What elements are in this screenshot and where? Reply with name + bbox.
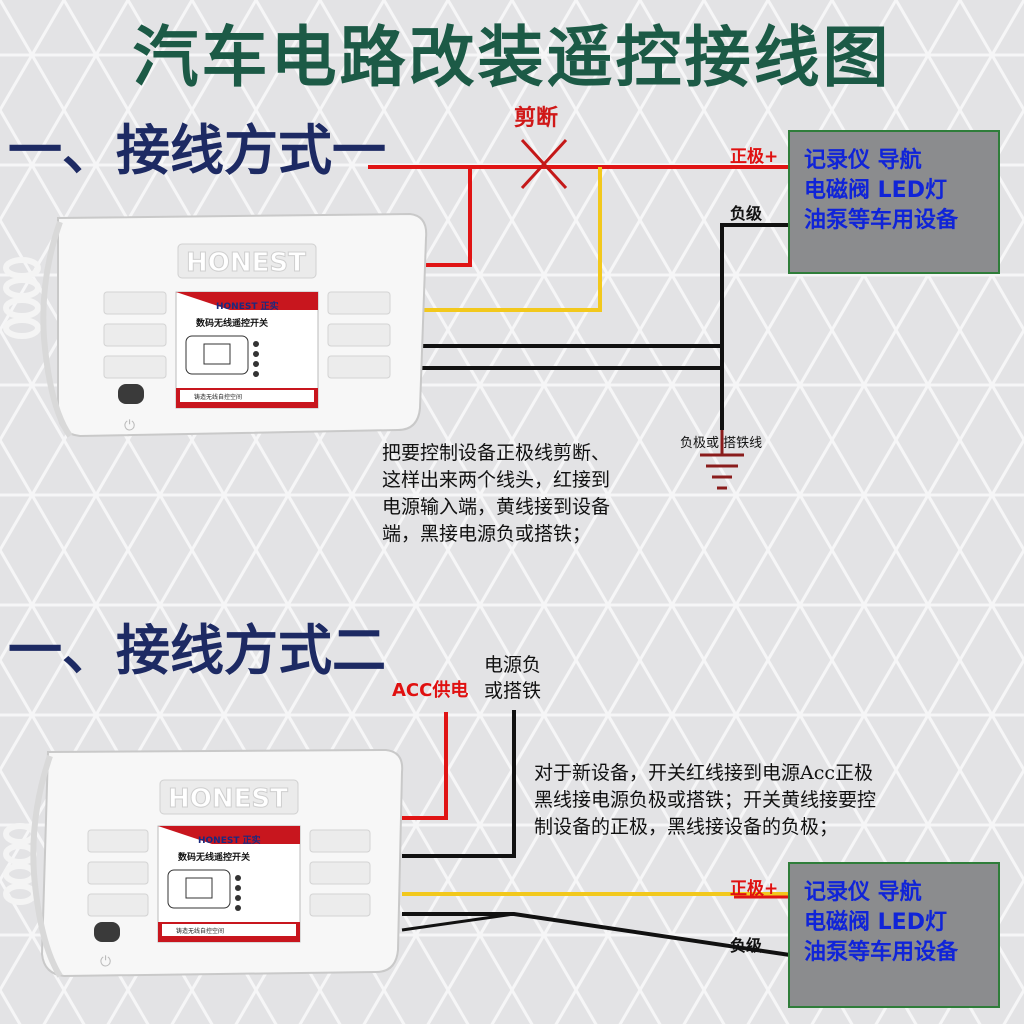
- antenna-coil-icon: [3, 257, 41, 339]
- ground-label: 负极或 搭铁线: [680, 436, 763, 451]
- led-indicator: [118, 384, 144, 404]
- led-indicator: [94, 922, 120, 942]
- device-line: 电磁阀 LED灯: [804, 910, 947, 935]
- label-brand: HONEST 正实: [198, 834, 261, 846]
- remote-switch-module-2: HONEST HONEST 正实 数码无线遥控开关 铸造无线自控空间 ⏻: [3, 748, 404, 978]
- label-footer: 铸造无线自控空间: [176, 927, 224, 935]
- negative-label-2: 负级: [730, 936, 763, 955]
- device-line: 记录仪 导航: [804, 880, 922, 905]
- acc-red-wire: [402, 712, 448, 820]
- module-logo: HONEST: [186, 248, 306, 278]
- section2-heading: 一、接线方式二: [8, 619, 386, 682]
- section2-note: 对于新设备，开关红线接到电源Acc正极 黑线接电源负极或搭铁；开关黄线接要控 制…: [534, 762, 877, 838]
- device-line: 油泵等车用设备: [804, 940, 959, 965]
- label-name: 数码无线遥控开关: [196, 317, 268, 329]
- ground-black-wire: [402, 710, 516, 858]
- device-line: 记录仪 导航: [804, 148, 922, 173]
- svg-text:⏻: ⏻: [100, 954, 111, 970]
- device-box-1: 记录仪 导航 电磁阀 LED灯 油泵等车用设备: [788, 130, 1000, 274]
- yellow-wire: [422, 167, 602, 312]
- label-footer: 铸造无线自控空间: [194, 393, 242, 401]
- label-brand: HONEST 正实: [216, 300, 279, 312]
- label-name: 数码无线遥控开关: [178, 851, 250, 863]
- negative-wire: [720, 223, 790, 430]
- module-logo: HONEST: [168, 784, 288, 814]
- device-box-2: 记录仪 导航 电磁阀 LED灯 油泵等车用设备: [788, 862, 1000, 1008]
- red-wire: [422, 167, 472, 267]
- diagram-title: 汽车电路改装遥控接线图: [132, 19, 892, 96]
- negative-label-1: 负级: [730, 204, 763, 223]
- svg-text:⏻: ⏻: [124, 418, 135, 434]
- section1-note: 把要控制设备正极线剪断、 这样出来两个线头，红接到 电源输入端，黄线接到设备 端…: [382, 442, 611, 545]
- acc-label: ACC供电: [392, 680, 469, 701]
- positive-label-1: 正极+: [730, 147, 779, 167]
- cut-label: 剪断: [514, 105, 559, 131]
- device-line: 油泵等车用设备: [804, 208, 959, 233]
- remote-switch-module-1: HONEST HONEST 正实 数码无线遥控开关 铸造无线自控空间 ⏻: [3, 212, 428, 438]
- device-line: 电磁阀 LED灯: [804, 178, 947, 203]
- positive-label-2: 正极+: [730, 879, 779, 899]
- antenna-coil-icon: [3, 823, 37, 905]
- power-negative-label: 电源负 或搭铁: [484, 654, 542, 702]
- section1-heading: 一、接线方式一: [8, 119, 386, 182]
